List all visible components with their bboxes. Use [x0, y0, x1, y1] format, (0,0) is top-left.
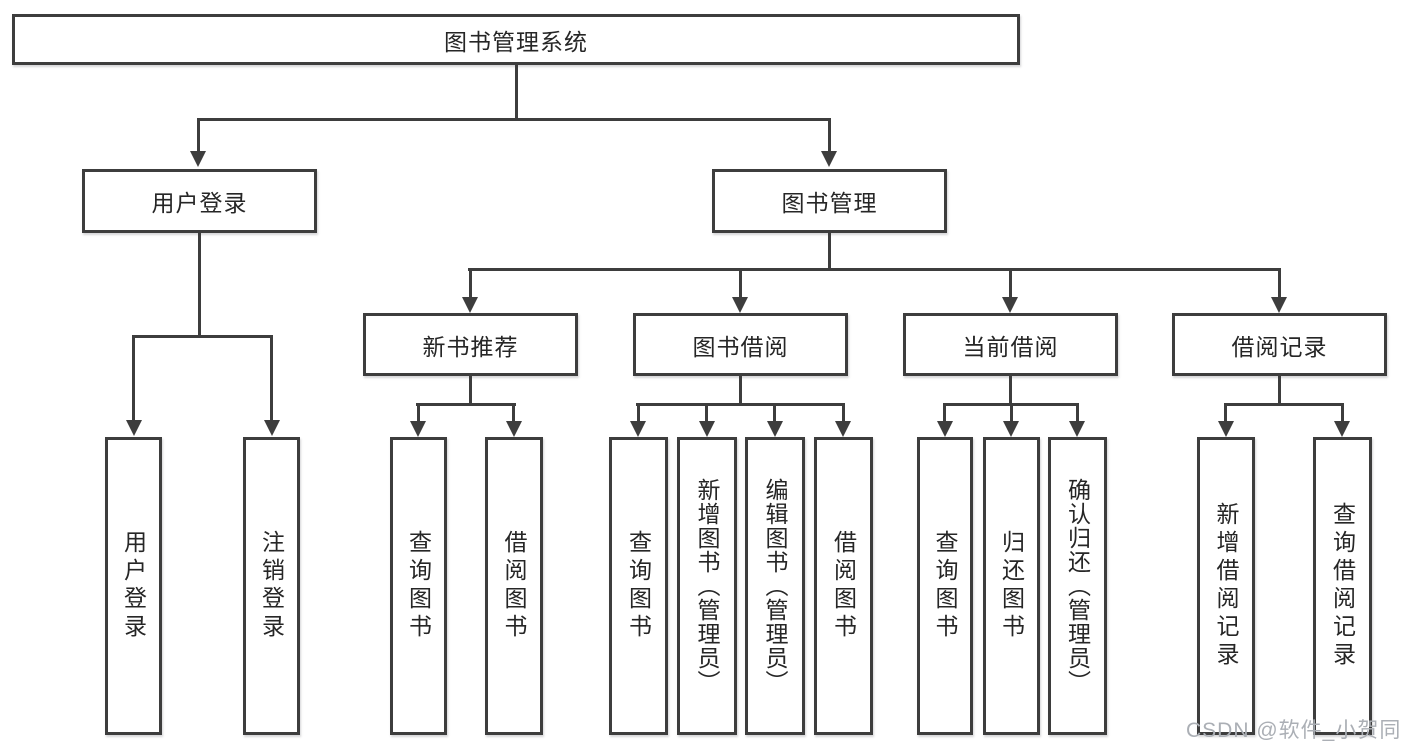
- connector-line: [1224, 403, 1344, 406]
- connector-line: [270, 335, 273, 421]
- node-label: 图书管理系统: [444, 28, 588, 55]
- arrow-down-icon: [630, 421, 646, 437]
- watermark: CSDN @软件_小贺同学: [1186, 719, 1402, 742]
- connector-line: [828, 118, 831, 152]
- node-label: 图书管理: [781, 190, 878, 216]
- node-label: 注销登录: [258, 530, 285, 642]
- node-user-login: 用户登录: [82, 169, 317, 233]
- connector-line: [828, 231, 831, 270]
- node-label: 用户登录: [151, 190, 248, 216]
- node-label: 查询图书: [625, 530, 652, 642]
- connector-line: [1224, 403, 1227, 422]
- arrow-down-icon: [732, 297, 748, 313]
- node-library-management-system: 图书管理系统: [12, 14, 1020, 65]
- connector-line: [197, 118, 200, 152]
- connector-line: [1010, 403, 1013, 422]
- node-current-borrowing: 当前借阅: [903, 313, 1118, 376]
- leaf-borrow-books-borrowing: 借阅图书: [814, 437, 873, 735]
- node-label: 借阅图书: [830, 530, 857, 642]
- arrow-down-icon: [190, 151, 206, 167]
- node-label: 新增图书（管理员）: [694, 478, 720, 694]
- leaf-add-books-admin: 新增图书（管理员）: [677, 437, 737, 735]
- connector-line: [1278, 374, 1281, 405]
- connector-line: [739, 374, 742, 405]
- node-label: 用户登录: [120, 530, 147, 642]
- arrow-down-icon: [937, 421, 953, 437]
- leaf-edit-books-admin: 编辑图书（管理员）: [745, 437, 805, 735]
- arrow-down-icon: [767, 421, 783, 437]
- connector-line: [773, 403, 776, 422]
- arrow-down-icon: [821, 151, 837, 167]
- connector-line: [842, 403, 845, 422]
- arrow-down-icon: [1271, 297, 1287, 313]
- node-label: 借阅记录: [1231, 333, 1328, 360]
- node-label: 当前借阅: [962, 333, 1059, 360]
- connector-line: [636, 403, 845, 406]
- connector-line: [515, 64, 518, 120]
- leaf-borrow-books-recommend: 借阅图书: [485, 437, 543, 735]
- leaf-confirm-return-admin: 确认归还（管理员）: [1048, 437, 1107, 735]
- arrow-down-icon: [462, 297, 478, 313]
- node-label: 新书推荐: [422, 333, 519, 360]
- node-borrowing-records: 借阅记录: [1172, 313, 1387, 376]
- leaf-query-books-recommend: 查询图书: [390, 437, 447, 735]
- arrow-down-icon: [506, 421, 522, 437]
- connector-line: [1076, 403, 1079, 422]
- leaf-logout: 注销登录: [243, 437, 300, 735]
- node-book-management: 图书管理: [712, 169, 947, 233]
- connector-line: [705, 403, 708, 422]
- connector-line: [739, 268, 742, 298]
- connector-line: [1009, 374, 1012, 405]
- connector-line: [468, 268, 1281, 271]
- node-label: 编辑图书（管理员）: [762, 478, 788, 694]
- connector-line: [197, 118, 831, 121]
- leaf-query-books-current: 查询图书: [917, 437, 973, 735]
- arrow-down-icon: [699, 421, 715, 437]
- node-label: 查询借阅记录: [1329, 502, 1356, 670]
- arrow-down-icon: [1218, 421, 1234, 437]
- leaf-user-login: 用户登录: [105, 437, 162, 735]
- arrow-down-icon: [1003, 421, 1019, 437]
- node-new-book-recommendation: 新书推荐: [363, 313, 578, 376]
- arrow-down-icon: [126, 420, 142, 436]
- leaf-query-borrowing-record: 查询借阅记录: [1313, 437, 1372, 735]
- arrow-down-icon: [1334, 421, 1350, 437]
- leaf-return-books: 归还图书: [983, 437, 1040, 735]
- node-label: 借阅图书: [501, 530, 527, 642]
- connector-line: [469, 268, 472, 298]
- node-label: 新增借阅记录: [1213, 502, 1239, 670]
- connector-line: [637, 403, 640, 422]
- connector-line: [132, 335, 135, 421]
- node-label: 图书借阅: [692, 333, 789, 360]
- arrow-down-icon: [1069, 421, 1085, 437]
- arrow-down-icon: [835, 421, 851, 437]
- arrow-down-icon: [264, 420, 280, 436]
- connector-line: [416, 403, 516, 406]
- node-label: 查询图书: [932, 530, 958, 642]
- leaf-query-books-borrowing: 查询图书: [609, 437, 668, 735]
- arrow-down-icon: [1002, 297, 1018, 313]
- node-label: 归还图书: [998, 530, 1025, 642]
- connector-line: [512, 403, 515, 422]
- connector-line: [1278, 268, 1281, 298]
- connector-line: [1009, 268, 1012, 298]
- connector-line: [417, 403, 420, 422]
- arrow-down-icon: [410, 421, 426, 437]
- node-book-borrowing: 图书借阅: [633, 313, 848, 376]
- connector-line: [1341, 403, 1344, 422]
- connector-line: [469, 374, 472, 405]
- leaf-add-borrowing-record: 新增借阅记录: [1197, 437, 1255, 735]
- connector-line: [943, 403, 946, 422]
- node-label: 查询图书: [405, 530, 432, 642]
- connector-line: [198, 231, 201, 337]
- node-label: 确认归还（管理员）: [1064, 478, 1091, 694]
- connector-line: [132, 335, 273, 338]
